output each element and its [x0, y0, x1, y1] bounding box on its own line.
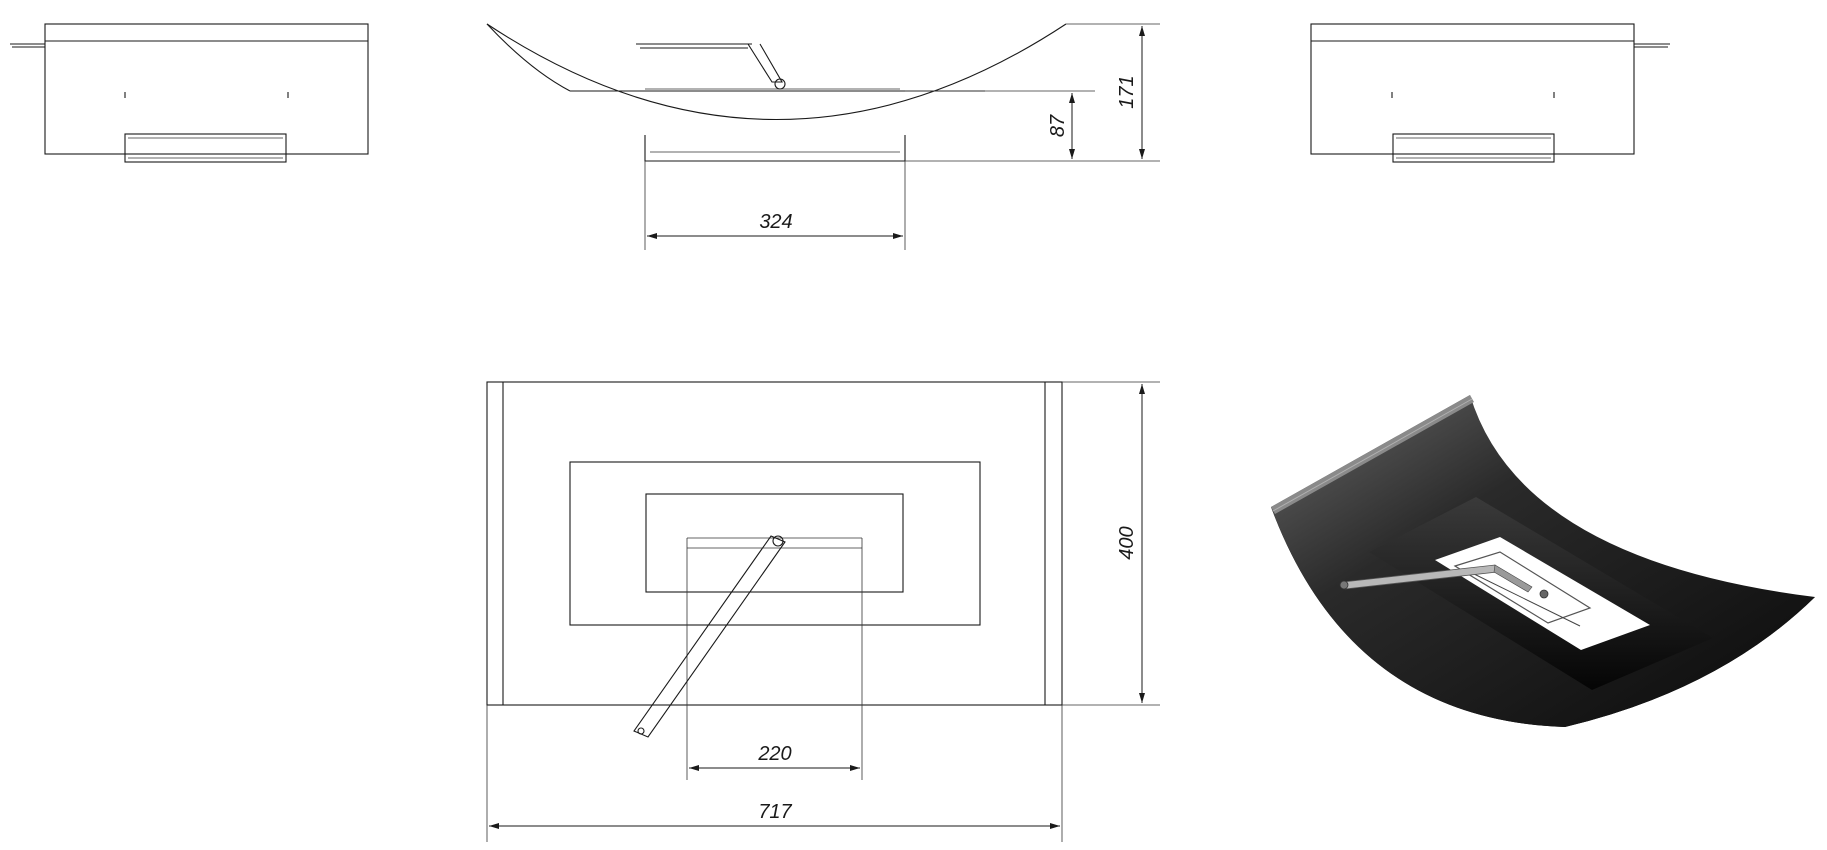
dim-label-400: 400: [1116, 526, 1138, 559]
dim-label-324: 324: [759, 211, 792, 233]
dim-label-87: 87: [1047, 114, 1069, 137]
dim-label-220: 220: [757, 743, 791, 765]
plan-view: 220 717 400: [486, 381, 1160, 842]
isometric-render: [1271, 395, 1815, 727]
left-end-view: [10, 23, 369, 163]
side-view: 324 87 171: [486, 23, 1160, 250]
dim-label-171: 171: [1116, 75, 1138, 108]
dim-label-717: 717: [758, 801, 792, 823]
right-end-view: [1310, 23, 1670, 163]
